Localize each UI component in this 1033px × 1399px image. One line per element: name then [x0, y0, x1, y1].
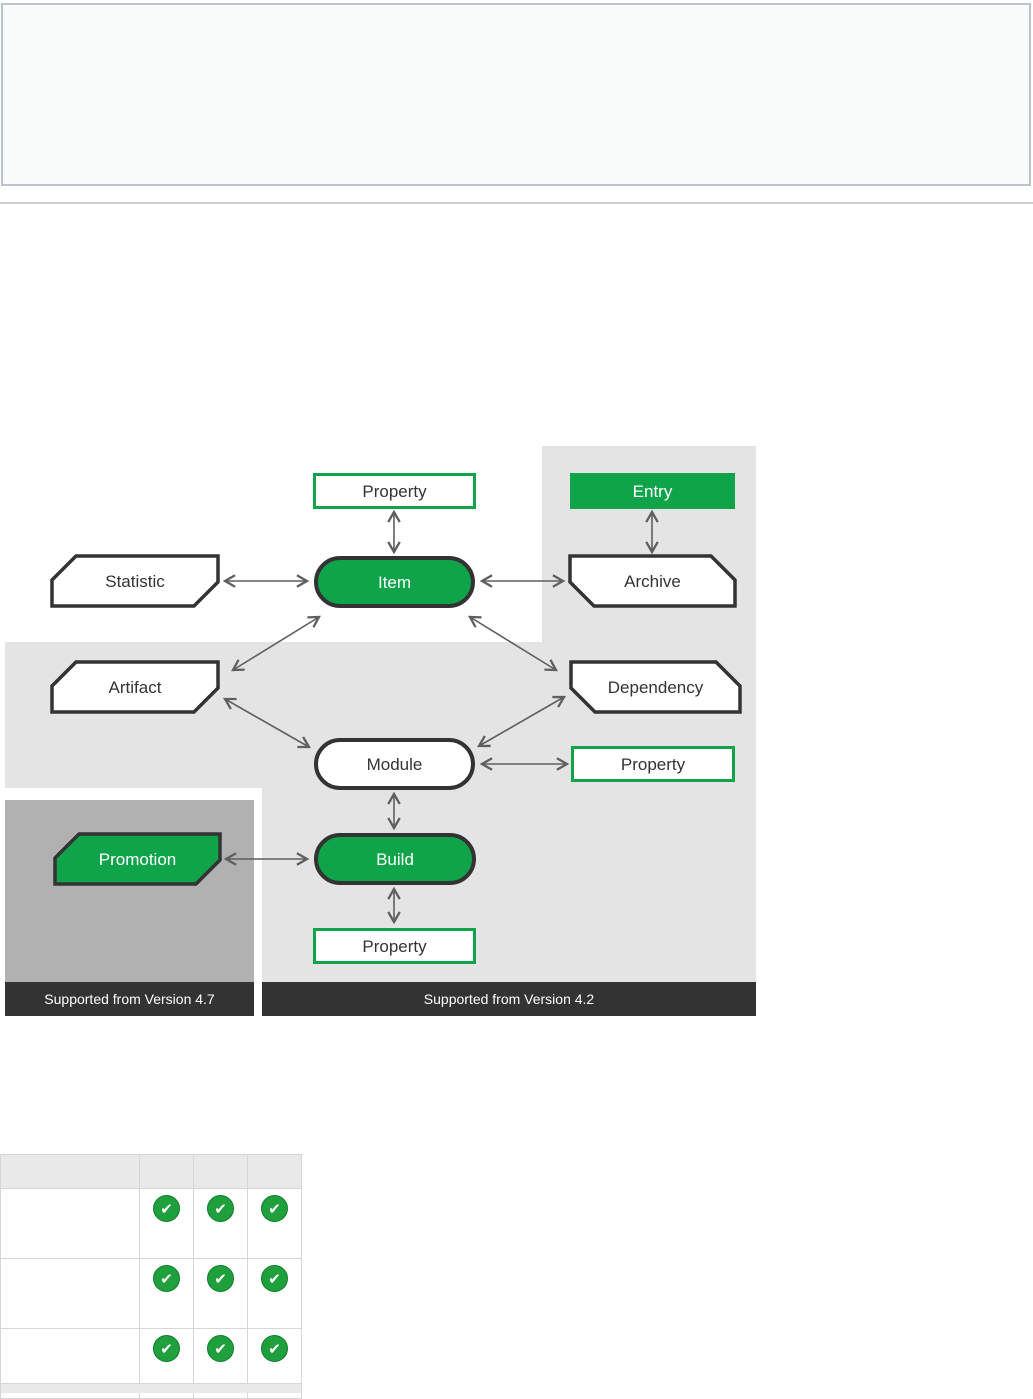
node-artifact: Artifact	[52, 662, 218, 712]
matrix-header-cell	[140, 1155, 194, 1189]
matrix-cell: ✔	[194, 1259, 248, 1329]
node-entry: Entry	[570, 473, 735, 509]
matrix-row-label-cell	[1, 1189, 140, 1259]
node-property-top: Property	[313, 473, 476, 509]
footer-label: Supported from Version 4.2	[423, 991, 595, 1007]
node-module: Module	[314, 738, 475, 790]
node-label: Promotion	[98, 849, 177, 869]
node-property-right: Property	[571, 746, 735, 782]
node-label: Artifact	[108, 677, 162, 697]
node-archive: Archive	[570, 556, 735, 606]
statistic-shape	[50, 554, 220, 608]
horizontal-divider	[0, 202, 1033, 204]
node-label: Entry	[632, 481, 673, 501]
matrix-cell: ✔	[248, 1259, 302, 1329]
dependency-shape	[569, 660, 742, 714]
matrix-header-cell	[248, 1155, 302, 1189]
matrix-cell: ✔	[248, 1189, 302, 1259]
node-label: Property	[362, 481, 427, 501]
node-label: Statistic	[105, 571, 165, 591]
node-build: Build	[314, 833, 476, 885]
matrix-cell: ✔	[194, 1189, 248, 1259]
matrix-row-label-cell	[1, 1259, 140, 1329]
check-icon: ✔	[207, 1265, 234, 1292]
matrix-header-cell	[194, 1155, 248, 1189]
arrow-item-dependency	[468, 615, 558, 672]
matrix-header-cell	[1, 1155, 140, 1189]
diagram-canvas	[50, 509, 742, 925]
node-label: Dependency	[607, 677, 704, 697]
archive-shape	[568, 554, 737, 608]
check-icon: ✔	[153, 1265, 180, 1292]
matrix-cell: ✔	[140, 1189, 194, 1259]
arrow-artifact-module	[222, 697, 312, 749]
node-statistic: Statistic	[52, 556, 218, 606]
relation-arrows	[222, 509, 659, 925]
check-icon: ✔	[153, 1195, 180, 1222]
node-promotion: Promotion	[55, 834, 220, 884]
next-table-header-strip	[0, 1383, 302, 1393]
node-dependency: Dependency	[571, 662, 740, 712]
content-placeholder-frame	[1, 3, 1031, 186]
node-item: Item	[314, 556, 475, 608]
footer-bar-version-4-2: Supported from Version 4.2	[262, 982, 756, 1016]
node-label: Build	[376, 849, 414, 869]
node-property-bottom: Property	[313, 928, 476, 964]
node-label: Item	[377, 572, 412, 592]
check-icon: ✔	[153, 1335, 180, 1362]
footer-bar-version-4-7: Supported from Version 4.7	[5, 982, 254, 1016]
footer-label: Supported from Version 4.7	[44, 991, 215, 1007]
check-icon: ✔	[207, 1195, 234, 1222]
node-label: Property	[620, 754, 686, 774]
arrow-item-artifact	[231, 615, 321, 672]
check-icon: ✔	[261, 1265, 288, 1292]
check-icon: ✔	[261, 1335, 288, 1362]
promotion-shape	[53, 832, 222, 886]
check-icon: ✔	[207, 1335, 234, 1362]
node-label: Module	[366, 754, 423, 774]
entity-relationship-diagram: Property Entry Item Module Build Propert…	[5, 446, 756, 1016]
matrix-cell: ✔	[140, 1259, 194, 1329]
support-matrix-table: ✔ ✔ ✔ ✔ ✔ ✔ ✔ ✔ ✔	[0, 1154, 303, 1399]
node-label: Property	[362, 936, 427, 956]
arrow-dependency-module	[476, 695, 567, 748]
artifact-shape	[50, 660, 220, 714]
check-icon: ✔	[261, 1195, 288, 1222]
node-label: Archive	[624, 571, 681, 591]
